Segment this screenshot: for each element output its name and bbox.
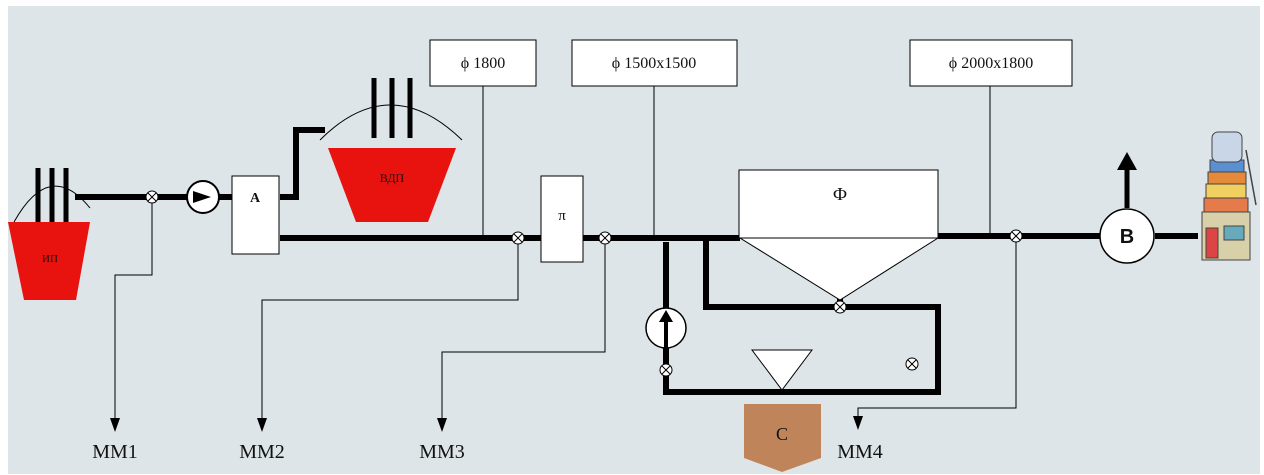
valve-icon [1009, 229, 1023, 243]
measure-point-mm2: MM2 [239, 441, 285, 463]
valve-icon [905, 357, 919, 371]
filter-cone [738, 237, 940, 301]
furnace-small [8, 222, 90, 300]
pipe-a-to-large-furnace [280, 127, 325, 200]
valve-icon [511, 231, 525, 245]
fan-b [1099, 208, 1155, 264]
dimension-label-1800: ϕ 1800 [461, 55, 505, 72]
furnace-large-label: ВДП [380, 171, 405, 185]
line-sample-mm1 [114, 197, 153, 420]
line-sample-mm4 [857, 236, 1017, 418]
node-pi [540, 175, 584, 263]
dimension-box-2000 [909, 39, 1073, 87]
measure-point-mm4: MM4 [837, 441, 883, 463]
valve-icon [598, 231, 612, 245]
arrow-mm1 [110, 418, 120, 432]
dimension-label-1500: ϕ 1500x1500 [612, 55, 696, 72]
measure-point-mm1: MM1 [92, 441, 138, 463]
hopper-c-label: C [776, 424, 788, 444]
fan-b-label: B [1120, 226, 1134, 248]
valve-icon [659, 363, 673, 377]
dimension-box-1800 [429, 39, 537, 87]
hopper-c [744, 404, 821, 472]
stack-building-icon [1201, 131, 1257, 261]
valve-icon [833, 300, 847, 314]
filter-box [738, 169, 939, 239]
arrow-mm3 [437, 418, 447, 432]
arrow-mm4 [853, 416, 863, 430]
line-sample-mm3 [441, 238, 606, 420]
measure-point-mm3: MM3 [419, 441, 465, 463]
furnace-large [328, 148, 456, 222]
dimension-label-2000: ϕ 2000x1800 [949, 55, 1033, 72]
node-pi-label: π [558, 208, 566, 224]
arrow-mm2 [257, 418, 267, 432]
hopper-funnel [751, 349, 813, 391]
node-a [231, 175, 280, 255]
line-sample-mm2 [261, 238, 519, 420]
node-a-label: A [250, 191, 261, 206]
filter-label: Ф [833, 184, 847, 204]
furnace-small-label: ИП [42, 253, 58, 265]
dimension-box-1500 [571, 39, 738, 87]
valve-icon [145, 190, 159, 204]
